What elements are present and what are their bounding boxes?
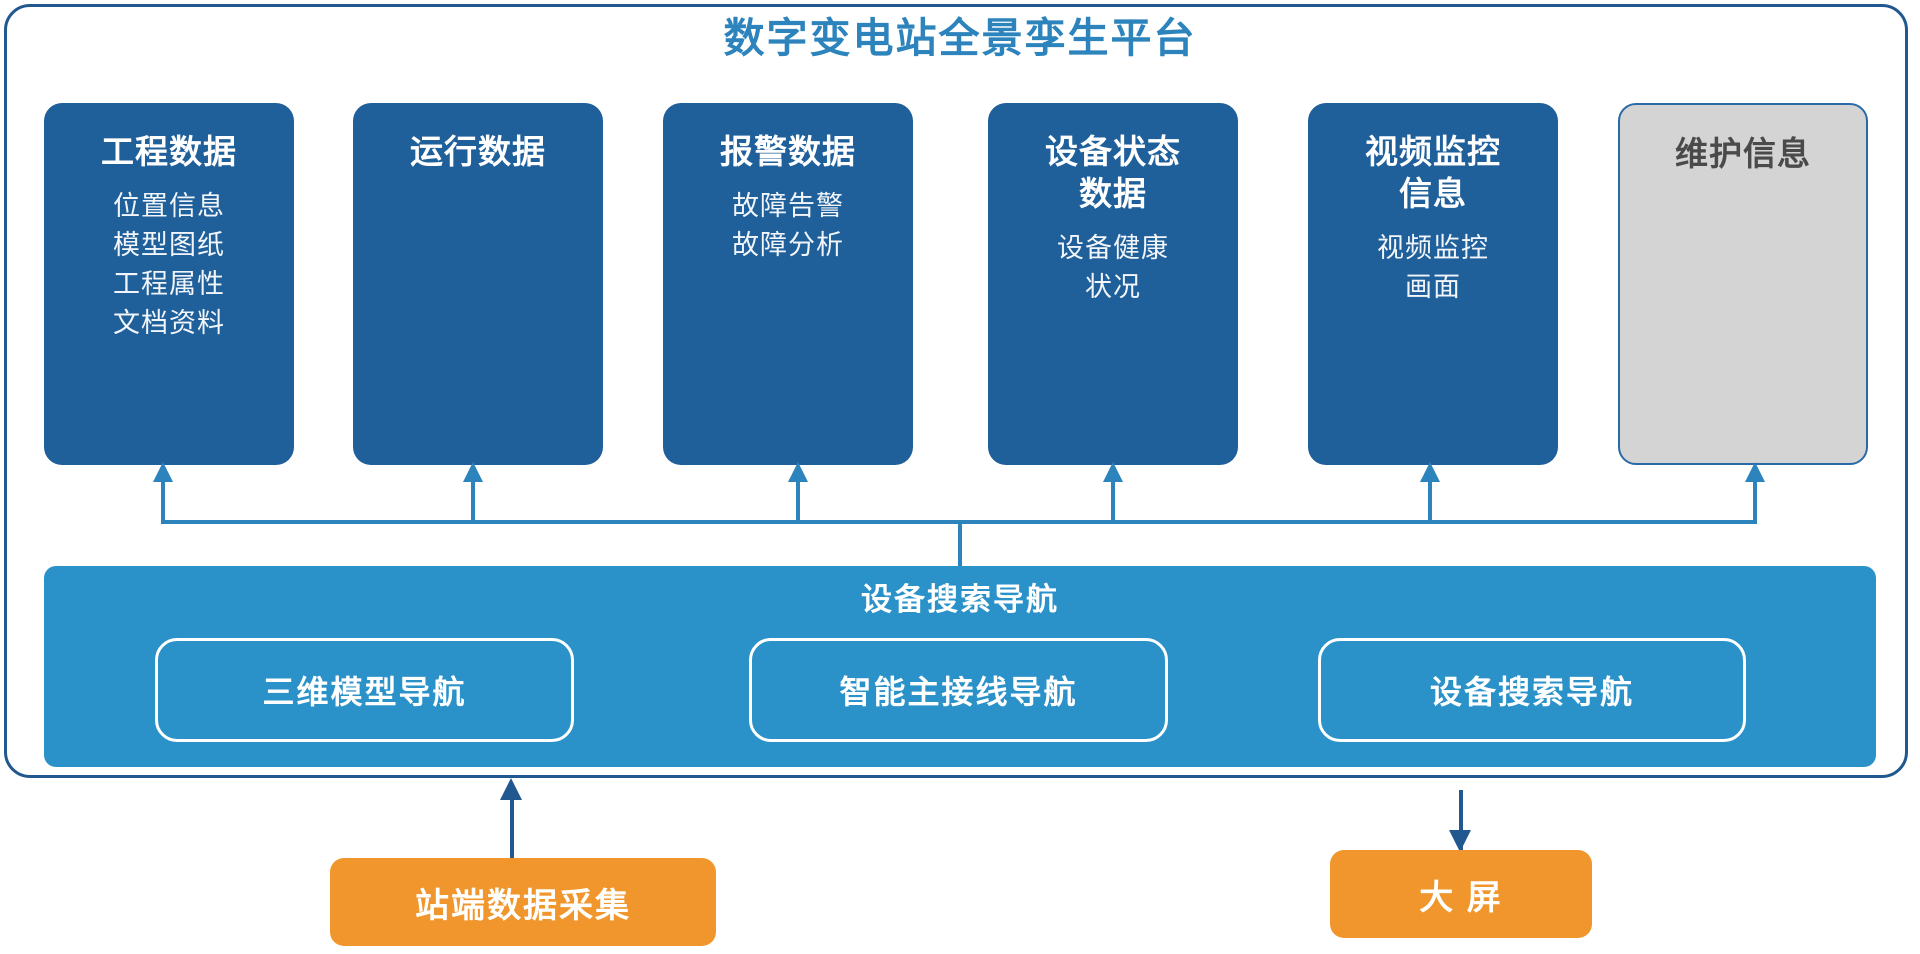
card-item-list: 设备健康 状况 [998, 229, 1228, 307]
connector-riser [1428, 478, 1432, 522]
card-item-list: 视频监控 画面 [1318, 229, 1548, 307]
connector-riser [1753, 478, 1757, 522]
external-box-large-screen[interactable]: 大 屏 [1330, 850, 1592, 938]
arrow-up-icon [463, 462, 483, 482]
data-card-alarm[interactable]: 报警数据 故障告警 故障分析 [663, 103, 913, 465]
data-card-equipment-status[interactable]: 设备状态 数据 设备健康 状况 [988, 103, 1238, 465]
navigation-bar: 设备搜索导航 三维模型导航 智能主接线导航 设备搜索导航 [44, 566, 1876, 767]
nav-button-smart-wiring[interactable]: 智能主接线导航 [749, 638, 1168, 742]
data-card-operation[interactable]: 运行数据 [353, 103, 603, 465]
arrow-up-icon [1103, 462, 1123, 482]
nav-button-device-search[interactable]: 设备搜索导航 [1318, 638, 1746, 742]
data-card-engineering[interactable]: 工程数据 位置信息 模型图纸 工程属性 文档资料 [44, 103, 294, 465]
connector-riser [161, 478, 165, 522]
card-item: 故障分析 [732, 230, 844, 260]
card-item-list: 故障告警 故障分析 [673, 187, 903, 265]
data-card-maintenance[interactable]: 维护信息 [1618, 103, 1868, 465]
connector-line-sink [1459, 790, 1463, 850]
card-item: 画面 [1405, 272, 1461, 302]
card-item: 设备健康 [1057, 233, 1169, 263]
card-title: 工程数据 [101, 133, 237, 170]
navigation-button-group: 三维模型导航 智能主接线导航 设备搜索导航 [44, 638, 1876, 748]
connector-riser [1111, 478, 1115, 522]
card-item: 位置信息 [113, 191, 225, 221]
card-item: 状况 [1085, 272, 1141, 302]
arrow-up-icon [788, 462, 808, 482]
data-card-video-monitoring[interactable]: 视频监控 信息 视频监控 画面 [1308, 103, 1558, 465]
card-item: 文档资料 [113, 308, 225, 338]
card-item: 工程属性 [113, 269, 225, 299]
arrow-up-icon [1745, 462, 1765, 482]
connector-riser [796, 478, 800, 522]
connector-drop-line [958, 522, 962, 566]
card-title: 运行数据 [410, 133, 546, 170]
connector-riser [471, 478, 475, 522]
arrow-up-icon [153, 462, 173, 482]
nav-button-3d-model[interactable]: 三维模型导航 [155, 638, 574, 742]
connector-line-source [510, 792, 514, 858]
arrow-down-icon [1449, 830, 1471, 852]
card-title: 报警数据 [720, 133, 856, 170]
arrow-up-icon [500, 778, 522, 800]
card-title: 视频监控 信息 [1365, 133, 1501, 212]
card-item: 模型图纸 [113, 230, 225, 260]
arrow-up-icon [1420, 462, 1440, 482]
card-title: 设备状态 数据 [1045, 133, 1181, 212]
data-cards-row: 工程数据 位置信息 模型图纸 工程属性 文档资料 运行数据 报警数据 故障告警 … [0, 103, 1920, 465]
page-title: 数字变电站全景孪生平台 [723, 15, 1197, 61]
card-item: 视频监控 [1377, 233, 1489, 263]
card-item-list: 位置信息 模型图纸 工程属性 文档资料 [54, 187, 284, 343]
card-item: 故障告警 [732, 191, 844, 221]
navigation-bar-title: 设备搜索导航 [861, 582, 1059, 617]
external-box-data-collection[interactable]: 站端数据采集 [330, 858, 716, 946]
card-title: 维护信息 [1675, 135, 1811, 172]
